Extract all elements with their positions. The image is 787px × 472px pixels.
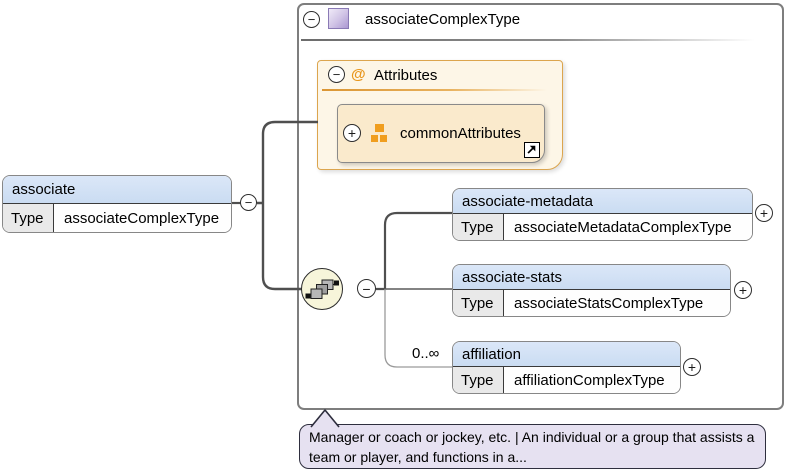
collapse-toggle-associate[interactable]: −	[240, 194, 257, 211]
expand-toggle-affiliation[interactable]: +	[683, 358, 701, 376]
collapse-toggle-complex-type[interactable]: −	[303, 11, 320, 28]
type-value: associateComplexType	[64, 209, 220, 227]
expand-toggle-associate-stats[interactable]: +	[734, 281, 752, 299]
sequence-compositor-icon[interactable]	[301, 268, 343, 310]
type-label: Type	[3, 204, 54, 232]
type-value: affiliationComplexType	[514, 371, 665, 389]
type-value: associateMetadataComplexType	[514, 218, 732, 236]
expand-toggle-common-attributes[interactable]: +	[343, 124, 361, 142]
element-box-affiliation[interactable]: affiliation Type affiliationComplexType	[452, 341, 681, 394]
complex-type-icon	[328, 8, 349, 29]
element-name: associate-stats	[453, 265, 730, 290]
attribute-group-icon	[371, 124, 387, 142]
collapse-toggle-sequence[interactable]: −	[357, 279, 376, 298]
element-box-associate-metadata[interactable]: associate-metadata Type associateMetadat…	[452, 188, 753, 241]
annotation-tooltip: Manager or coach or jockey, etc. | An in…	[299, 424, 766, 469]
expand-toggle-associate-metadata[interactable]: +	[755, 204, 773, 222]
cardinality-label: 0..∞	[412, 345, 440, 362]
element-name: associate-metadata	[453, 189, 752, 214]
collapse-toggle-attributes[interactable]: −	[328, 66, 345, 83]
element-name: affiliation	[453, 342, 680, 367]
sequence-glyph	[305, 279, 339, 299]
type-label: Type	[453, 214, 504, 240]
attributes-label: Attributes	[374, 67, 438, 84]
attribute-group-box[interactable]: + commonAttributes	[337, 104, 545, 163]
go-to-definition-icon[interactable]	[524, 142, 540, 158]
element-name: associate	[3, 176, 231, 204]
element-box-associate[interactable]: associate Type associateComplexType	[2, 175, 232, 233]
type-label: Type	[453, 290, 504, 316]
attribute-group-name: commonAttributes	[400, 125, 521, 142]
header-separator	[301, 39, 769, 41]
complex-type-title: associateComplexType	[365, 11, 521, 28]
element-box-associate-stats[interactable]: associate-stats Type associateStatsCompl…	[452, 264, 731, 317]
type-label: Type	[453, 367, 504, 393]
at-sign-icon: @	[351, 66, 366, 83]
type-value: associateStatsComplexType	[514, 294, 704, 312]
attributes-separator	[322, 89, 554, 91]
